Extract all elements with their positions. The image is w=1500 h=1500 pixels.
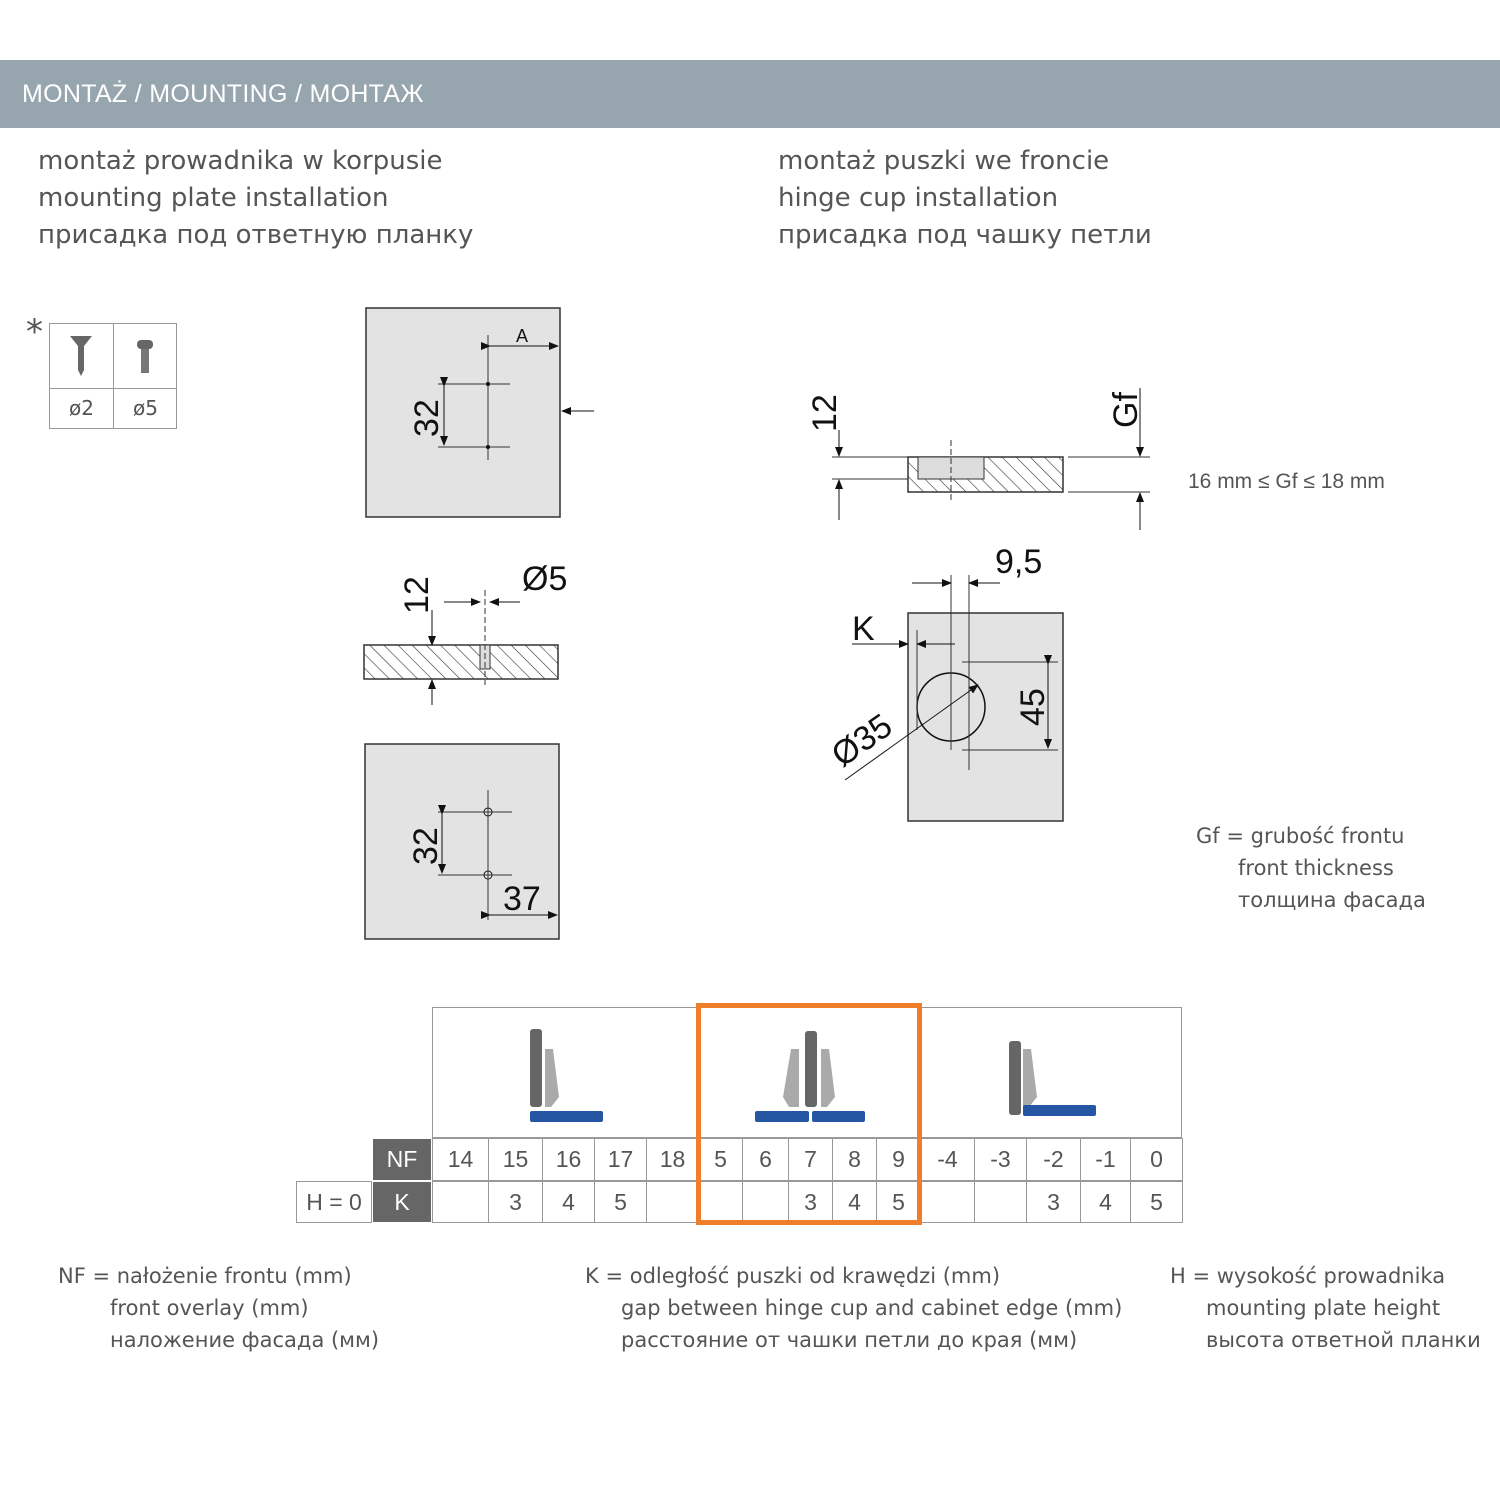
- title-ru: присадка под ответную планку: [38, 220, 474, 250]
- h-ru: высота ответной планки: [1206, 1328, 1481, 1352]
- nf-ru: наложение фасада (мм): [110, 1328, 380, 1352]
- dimension-37: 37: [503, 880, 541, 918]
- left-section-title: montaż prowadnika w korpusie mounting pl…: [38, 143, 473, 254]
- inset-hinge-icon: [1009, 1041, 1096, 1116]
- countersunk-screw-icon: [70, 336, 92, 376]
- gf-pl: Gf = grubość frontu: [1196, 824, 1405, 848]
- k-ru: расстояние от чашки петли до края (мм): [621, 1328, 1078, 1352]
- k-cell: [432, 1181, 489, 1223]
- cup-section-view: 12 Gf 16 mm ≤ Gf ≤ 18 mm: [806, 388, 1385, 530]
- gf-ru: толщина фасада: [1238, 888, 1426, 912]
- dimension-9-5: 9,5: [995, 543, 1042, 581]
- euro-screw-icon: [137, 340, 153, 373]
- k-cell: [974, 1181, 1027, 1223]
- k-header: K: [372, 1181, 432, 1223]
- k-cell: [920, 1181, 975, 1223]
- dimension-45: 45: [1014, 688, 1052, 726]
- nf-legend: NF = nałożenie frontu (mm) front overlay…: [58, 1260, 379, 1356]
- right-section-title: montaż puszki we froncie hinge cup insta…: [778, 143, 1152, 254]
- dimension-d35: Ø35: [825, 707, 899, 775]
- gf-en: front thickness: [1238, 856, 1394, 880]
- dimension-32: 32: [407, 827, 445, 865]
- k-cell: 4: [1080, 1181, 1131, 1223]
- k-cell: 3: [488, 1181, 543, 1223]
- nf-cell: 14: [432, 1138, 489, 1181]
- h-label: H = 0: [296, 1181, 372, 1223]
- nf-pl: NF = nałożenie frontu (mm): [58, 1264, 352, 1288]
- plate-bottom-view: 32 37: [364, 743, 560, 940]
- dimension-gf: Gf: [1107, 392, 1145, 428]
- plate-top-view: A 32: [365, 307, 594, 518]
- k-cell: 5: [1130, 1181, 1183, 1223]
- asterisk: *: [26, 312, 43, 352]
- dimension-12: 12: [398, 576, 436, 614]
- k-en: gap between hinge cup and cabinet edge (…: [621, 1296, 1123, 1320]
- nf-cell: -4: [920, 1138, 975, 1181]
- dimension-d5: Ø5: [522, 560, 567, 598]
- nf-cell: -1: [1080, 1138, 1131, 1181]
- h-pl: H = wysokość prowadnika: [1170, 1264, 1446, 1288]
- section-title: MONTAŻ / MOUNTING / МОНТАЖ: [22, 80, 424, 108]
- title-pl: montaż prowadnika w korpusie: [38, 146, 443, 176]
- half-overlay-hinge-icon: [755, 1031, 865, 1122]
- nf-cell: 9: [876, 1138, 921, 1181]
- k-pl: K = odległość puszki od krawędzi (mm): [585, 1264, 1001, 1288]
- nf-cell: -3: [974, 1138, 1027, 1181]
- title-en: hinge cup installation: [778, 183, 1059, 213]
- h-legend: H = wysokość prowadnika mounting plate h…: [1170, 1260, 1481, 1356]
- k-cell: 5: [876, 1181, 921, 1223]
- technical-drawings: A 32 12 Ø5 32 37 12 Gf 16 mm ≤ Gf ≤ 18 m…: [363, 307, 1385, 940]
- cup-front-view: 9,5 K Ø35 45: [825, 543, 1064, 822]
- nf-cell: 18: [646, 1138, 699, 1181]
- nf-cell: 6: [742, 1138, 789, 1181]
- hinge-type-images: [432, 1007, 1182, 1138]
- screw-table: ø2 ø5: [49, 323, 177, 429]
- nf-cell: -2: [1026, 1138, 1081, 1181]
- nf-cell: 8: [832, 1138, 877, 1181]
- dimension-32: 32: [408, 399, 446, 437]
- dimension-a: A: [516, 326, 528, 346]
- nf-en: front overlay (mm): [110, 1296, 309, 1320]
- nf-cell: 15: [488, 1138, 543, 1181]
- title-ru: присадка под чашку петли: [778, 220, 1152, 250]
- k-cell: 4: [832, 1181, 877, 1223]
- k-cell: [646, 1181, 699, 1223]
- title-pl: montaż puszki we froncie: [778, 146, 1110, 176]
- k-cell: 3: [1026, 1181, 1081, 1223]
- highlight-box: [696, 1003, 922, 1225]
- k-cell: 4: [542, 1181, 595, 1223]
- gf-legend: Gf = grubość frontu front thickness толщ…: [1196, 820, 1426, 916]
- plate-section-view: 12 Ø5: [363, 560, 567, 705]
- nf-cell: 0: [1130, 1138, 1183, 1181]
- nf-cell: 16: [542, 1138, 595, 1181]
- nf-header: NF: [372, 1138, 432, 1181]
- screw-diameter-5: ø5: [133, 396, 158, 420]
- title-en: mounting plate installation: [38, 183, 389, 213]
- dimension-k: K: [852, 610, 875, 648]
- k-cell: 5: [594, 1181, 647, 1223]
- screw-diameter-2: ø2: [69, 396, 94, 420]
- section-header: MONTAŻ / MOUNTING / МОНТАЖ: [0, 60, 1500, 128]
- gf-range: 16 mm ≤ Gf ≤ 18 mm: [1188, 470, 1385, 493]
- h-en: mounting plate height: [1206, 1296, 1441, 1320]
- k-legend: K = odległość puszki od krawędzi (mm) ga…: [585, 1260, 1122, 1356]
- nf-cell: 17: [594, 1138, 647, 1181]
- full-overlay-hinge-icon: [530, 1029, 603, 1122]
- dimension-12: 12: [806, 394, 844, 432]
